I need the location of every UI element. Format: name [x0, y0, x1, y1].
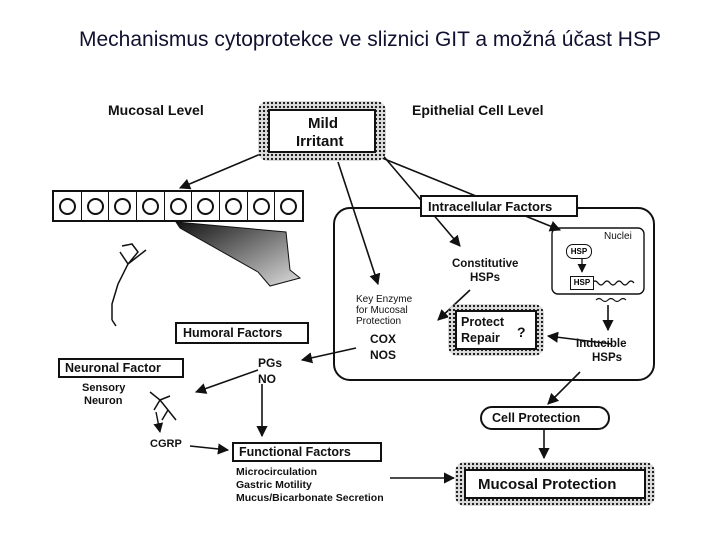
key-enzyme-label: Key Enzyme	[356, 294, 413, 305]
mucosal-level-label: Mucosal Level	[108, 102, 204, 118]
irritant-label: Irritant	[296, 133, 344, 150]
epithelial-cell-row	[52, 190, 304, 222]
repair-label-text: Repair	[461, 331, 500, 345]
cell-nucleus	[252, 197, 270, 215]
protection-label: Protection	[356, 316, 402, 327]
epithelial-cell	[248, 192, 276, 220]
question-mark: ?	[517, 324, 526, 340]
mild-irritant-box: Mild Irritant	[268, 109, 376, 153]
arrow-irritant-to-nuclei	[381, 157, 562, 232]
cell-nucleus	[169, 197, 187, 215]
cox-label: COX	[370, 332, 397, 346]
pgs-label: PGs	[258, 356, 283, 370]
cell-protection-box: Cell Protection	[480, 406, 610, 430]
nuclei-label: Nuclei	[604, 231, 632, 242]
epithelial-cell	[275, 192, 302, 220]
arrow-cox-to-pgs	[300, 347, 357, 364]
nos-label: NOS	[370, 348, 397, 362]
cell-nucleus	[224, 197, 242, 215]
arrow-irritant-to-epithelium	[178, 149, 271, 190]
slide-title: Mechanismus cytoprotekce ve sliznici GIT…	[78, 28, 661, 51]
arrow-pgs-to-neuronal	[194, 369, 259, 394]
functional-factors-box: Functional Factors	[232, 442, 382, 462]
ff-item-microcirculation: Microcirculation	[236, 466, 318, 478]
cell-nucleus	[58, 197, 76, 215]
cell-nucleus	[114, 197, 132, 215]
epithelial-cell	[82, 192, 110, 220]
arrow-inducible-to-protect	[546, 331, 613, 345]
no-label: NO	[258, 372, 276, 386]
arrow-irritant-to-constitutive	[337, 161, 381, 286]
arrow-cgrp-to-functional	[189, 443, 230, 455]
constitutive-label: Constitutive	[452, 258, 519, 270]
neuronal-factor-box: Neuronal Factor	[58, 358, 184, 378]
protect-repair-box: Protect Repair ?	[455, 310, 537, 350]
dna-strand	[591, 280, 635, 286]
nuclei-box	[551, 227, 645, 295]
intracellular-factors-box: Intracellular Factors	[420, 195, 578, 217]
epithelial-cell	[192, 192, 221, 220]
cell-nucleus	[280, 197, 298, 215]
mucosal-protection-box: Mucosal Protection	[464, 469, 646, 499]
humoral-factors-box: Humoral Factors	[175, 322, 309, 344]
ff-item-gastric-motility: Gastric Motility	[236, 479, 312, 491]
cell-nucleus	[86, 197, 104, 215]
epithelial-cell	[109, 192, 138, 220]
mrna-strand	[595, 297, 627, 303]
epithelial-cell-level-label: Epithelial Cell Level	[412, 102, 544, 118]
cell-nucleus	[197, 197, 215, 215]
neuron-label: Neuron	[84, 395, 123, 407]
sensory-label: Sensory	[82, 382, 126, 394]
inducible-label: Inducible	[576, 338, 627, 350]
arrow-neuron-to-cgrp	[153, 411, 164, 433]
neuron-drawing	[111, 243, 177, 421]
mucosal-protection-label: Mucosal Protection	[478, 476, 617, 493]
shaded-fan-arrow	[175, 221, 302, 287]
epithelial-cell	[137, 192, 165, 220]
arrow-inducible-to-cell-protection	[547, 371, 581, 405]
inducible-hsps-label: HSPs	[592, 352, 623, 364]
constitutive-hsps-label: HSPs	[470, 272, 501, 284]
epithelial-cell	[220, 192, 248, 220]
epithelial-cell	[54, 192, 82, 220]
protect-label: Protect	[461, 315, 505, 329]
cgrp-label: CGRP	[150, 438, 182, 450]
hsp-protein: HSP	[566, 244, 592, 259]
epithelial-cell	[165, 192, 193, 220]
mild-label: Mild	[308, 115, 338, 132]
ff-item-mucus-secretion: Mucus/Bicarbonate Secretion	[236, 492, 384, 504]
for-mucosal-label: for Mucosal	[356, 305, 408, 316]
hsp-gene-box: HSP	[570, 276, 594, 290]
cell-nucleus	[141, 197, 159, 215]
